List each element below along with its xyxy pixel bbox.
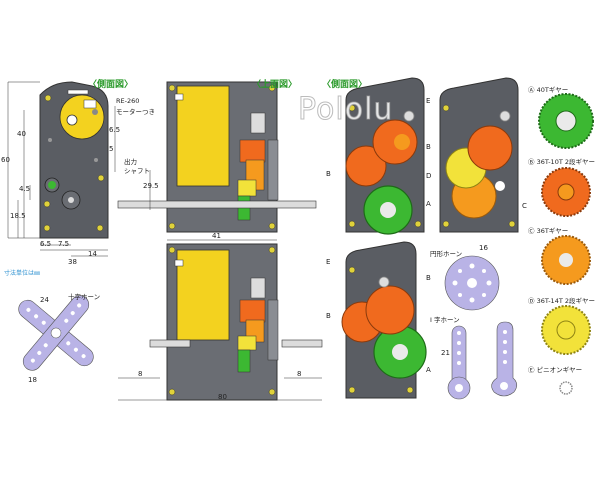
tag-B-3: B [426, 274, 431, 282]
dim-8-right: 8 [297, 370, 302, 378]
dim-18-5: 18.5 [10, 212, 26, 220]
dim-6-5-v: 6.5 [109, 126, 121, 134]
dim-41: 41 [212, 232, 221, 240]
dim-24: 24 [40, 296, 49, 304]
dim-18: 18 [28, 376, 37, 384]
round-horn [444, 255, 500, 311]
legend-gear-e [559, 381, 573, 395]
dim-4-5: 4.5 [19, 185, 31, 193]
dim-38: 38 [68, 258, 77, 266]
dim-16: 16 [479, 244, 488, 252]
title-side-left: 〈側面図〉 [88, 80, 134, 90]
tag-D-1: D [426, 172, 432, 180]
legend-label-b: Ⓑ 36T-10T 2段ギヤー [528, 158, 595, 166]
legend-gear-b [541, 167, 591, 217]
tag-A-2: A [426, 366, 431, 374]
legend-gears [538, 93, 594, 395]
shaft-label-2: シャフト [124, 167, 150, 175]
legend-gear-a [538, 93, 594, 149]
tag-B-1: B [326, 170, 331, 178]
legend-label-c: Ⓒ 36Tギヤー [528, 227, 569, 235]
side-view-gearbox-3 [341, 241, 427, 399]
side-view-gearbox-2 [439, 77, 519, 233]
legend-gear-d [541, 305, 591, 355]
dim-80: 80 [218, 393, 227, 401]
side-view-gearbox-1 [345, 77, 425, 235]
legend-label-a: Ⓐ 40Tギヤー [528, 86, 569, 94]
tag-E-1: E [426, 97, 431, 105]
top-view-upper [117, 81, 317, 241]
watermark: Pololu [297, 92, 394, 128]
unit-note: 寸法単位は㎜ [4, 270, 41, 277]
title-side-right: 〈側面図〉 [322, 80, 368, 90]
dim-8-left: 8 [138, 370, 143, 378]
top-view-lower [118, 243, 323, 401]
dim-29-5: 29.5 [143, 182, 159, 190]
i-horn-straight [447, 325, 471, 400]
legend-label-e: Ⓔ ピニオンギヤー [528, 366, 583, 374]
title-top: 〈上面図〉 [252, 80, 298, 90]
tag-B-4: B [326, 312, 331, 320]
cross-horn [18, 295, 94, 371]
motor-label-2: モーターつき [116, 108, 155, 116]
tag-A-1: A [426, 200, 431, 208]
dim-21: 21 [441, 349, 450, 357]
dim-60: 60 [1, 156, 10, 164]
tag-E-2: E [326, 258, 331, 266]
i-horn-label: I 字ホーン [430, 316, 460, 324]
dim-5: 5 [109, 145, 114, 153]
shaft-label-1: 出力 [124, 158, 137, 166]
cross-horn-label: 十字ホーン [68, 293, 101, 301]
dim-14: 14 [88, 250, 97, 258]
round-horn-label: 円形ホーン [430, 250, 463, 258]
legend-label-d: Ⓓ 36T-14T 2段ギヤー [528, 297, 595, 305]
motor-label-1: RE-260 [116, 97, 140, 105]
dim-6-5-h: 6.5 [40, 240, 52, 248]
dim-7-5: 7.5 [58, 240, 70, 248]
i-horn-bent [491, 321, 518, 397]
tag-B-2: B [426, 143, 431, 151]
side-view-left [7, 81, 116, 257]
legend-gear-c [541, 235, 591, 285]
tag-C-1: C [522, 202, 527, 210]
dim-40: 40 [17, 130, 26, 138]
